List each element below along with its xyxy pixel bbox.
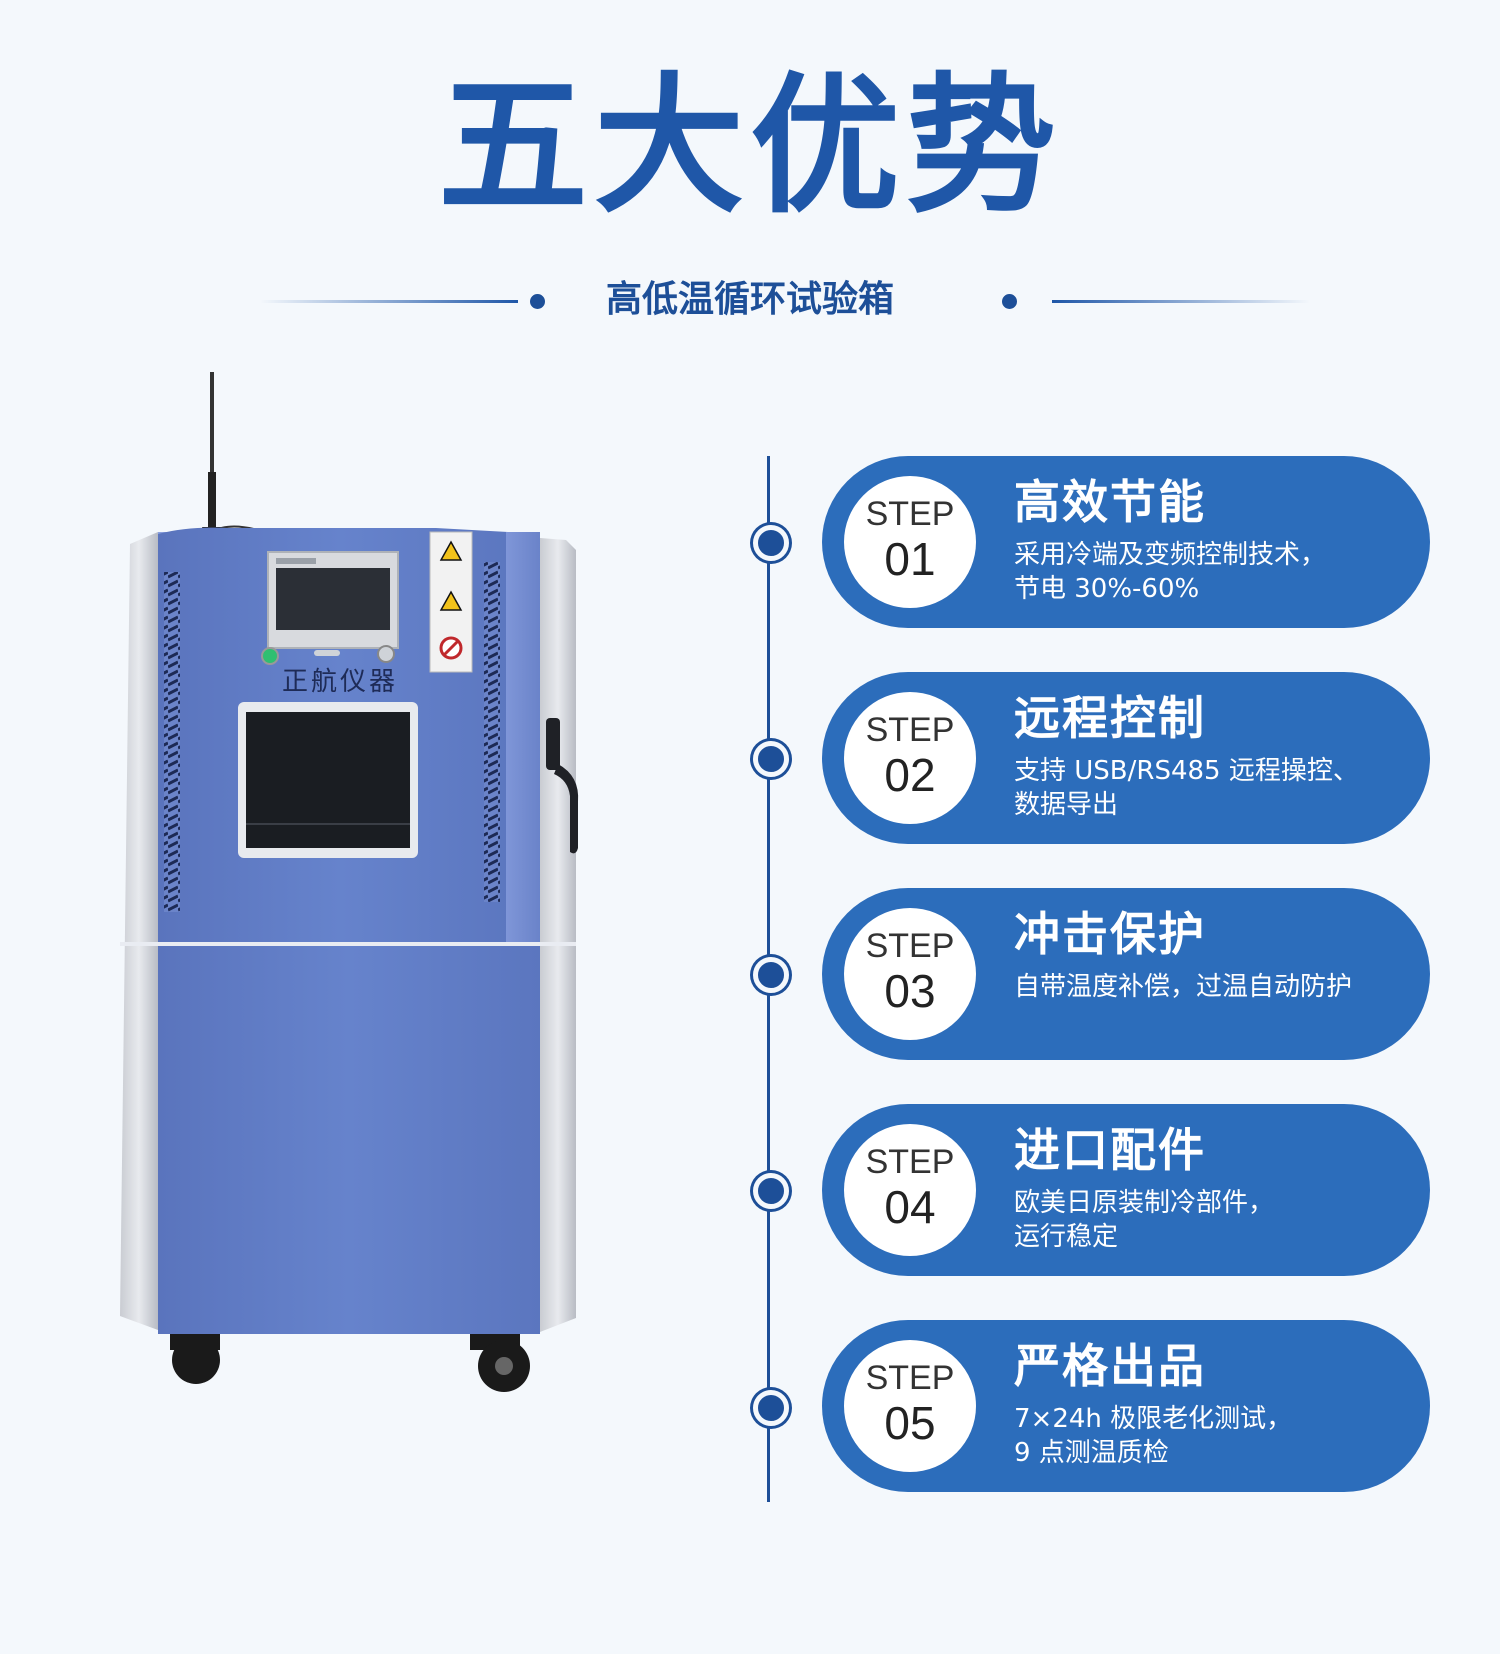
card-title: 远程控制 [1014, 691, 1206, 745]
door-handle [546, 718, 579, 854]
card-description-line: 自带温度补偿，过温自动防护 [1014, 972, 1353, 1002]
card-title: 高效节能 [1014, 475, 1206, 529]
step-number: 04 [884, 1181, 936, 1233]
card-description-line: 欧美日原装制冷部件， [1014, 1188, 1275, 1218]
step-label: STEP [865, 1359, 955, 1397]
card-description-line: 节电 30%-60% [1014, 574, 1200, 604]
timeline-dot [753, 525, 789, 561]
card-description: 欧美日原装制冷部件， 运行稳定 [1014, 1186, 1414, 1254]
timeline-dot [753, 1390, 789, 1426]
advantage-card-1: STEP 01 高效节能 采用冷端及变频控制技术， 节电 30%-60% [822, 456, 1430, 628]
card-description-line: 7×24h 极限老化测试， [1014, 1404, 1293, 1434]
timeline-dot [753, 957, 789, 993]
step-number: 05 [884, 1397, 936, 1449]
brand-label: 正航仪器 [282, 667, 398, 697]
card-description: 7×24h 极限老化测试， 9 点测温质检 [1014, 1402, 1414, 1470]
subtitle-line-right [1052, 300, 1310, 303]
timeline-dot [753, 1173, 789, 1209]
card-description-line: 运行稳定 [1014, 1222, 1119, 1252]
step-badge: STEP 04 [844, 1124, 976, 1256]
card-description-line: 采用冷端及变频控制技术， [1014, 540, 1327, 570]
advantage-card-5: STEP 05 严格出品 7×24h 极限老化测试， 9 点测温质检 [822, 1320, 1430, 1492]
observation-window [238, 702, 418, 858]
antenna [202, 372, 259, 538]
subtitle-row: 高低温循环试验箱 [0, 280, 1500, 320]
step-badge: STEP 05 [844, 1340, 976, 1472]
step-number: 03 [884, 965, 936, 1017]
card-description-line: 9 点测温质检 [1014, 1438, 1169, 1468]
card-description-line: 支持 USB/RS485 远程操控、 [1014, 756, 1359, 786]
step-badge: STEP 02 [844, 692, 976, 824]
advantage-card-3: STEP 03 冲击保护 自带温度补偿，过温自动防护 [822, 888, 1430, 1060]
casters [170, 1334, 530, 1392]
step-badge: STEP 03 [844, 908, 976, 1040]
subtitle-dot-right [1002, 294, 1017, 309]
page-title: 五大优势 [437, 60, 1062, 234]
step-number: 01 [884, 533, 936, 585]
card-title: 严格出品 [1014, 1339, 1206, 1393]
step-label: STEP [865, 711, 955, 749]
card-description-line: 数据导出 [1014, 790, 1119, 820]
control-screen [267, 551, 399, 649]
card-description: 采用冷端及变频控制技术， 节电 30%-60% [1014, 538, 1414, 606]
card-description: 自带温度补偿，过温自动防护 [1014, 970, 1414, 1004]
step-label: STEP [865, 927, 955, 965]
advantage-card-2: STEP 02 远程控制 支持 USB/RS485 远程操控、 数据导出 [822, 672, 1430, 844]
warning-labels [429, 531, 473, 673]
card-description: 支持 USB/RS485 远程操控、 数据导出 [1014, 754, 1414, 822]
page-subtitle: 高低温循环试验箱 [605, 279, 894, 320]
subtitle-line-left [260, 300, 518, 303]
step-label: STEP [865, 1143, 955, 1181]
step-label: STEP [865, 495, 955, 533]
test-chamber-image: 正航仪器 [120, 372, 579, 1392]
card-title: 冲击保护 [1014, 907, 1206, 961]
subtitle-dot-left [530, 294, 545, 309]
step-number: 02 [884, 749, 936, 801]
timeline-dot [753, 741, 789, 777]
card-title: 进口配件 [1014, 1123, 1206, 1177]
advantage-card-4: STEP 04 进口配件 欧美日原装制冷部件， 运行稳定 [822, 1104, 1430, 1276]
step-badge: STEP 01 [844, 476, 976, 608]
